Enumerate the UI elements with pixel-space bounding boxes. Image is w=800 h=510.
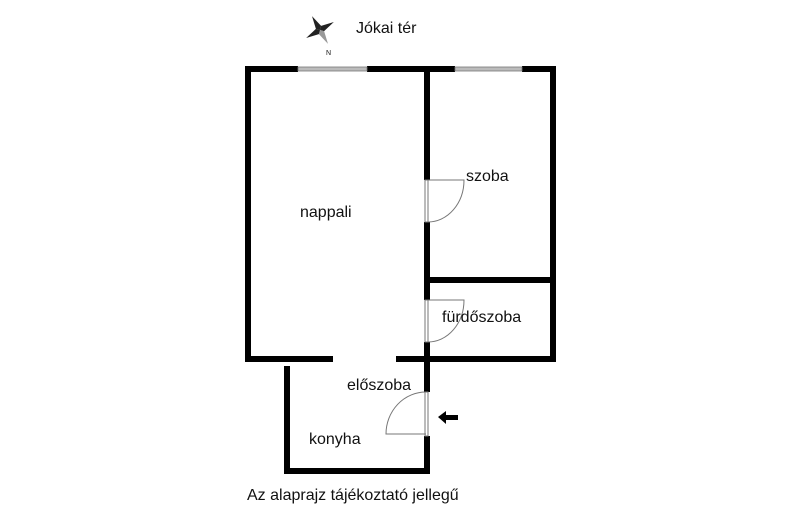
street-label: Jókai tér xyxy=(356,20,417,37)
room-label-living-room: nappali xyxy=(300,204,352,221)
doors xyxy=(385,179,465,437)
walls xyxy=(245,66,556,474)
footer-note: Az alaprajz tájékoztató jellegű xyxy=(247,487,459,504)
room-label-hall: előszoba xyxy=(347,377,411,394)
compass-north-label: N xyxy=(326,50,331,57)
room-label-bathroom: fürdőszoba xyxy=(442,309,521,326)
room-label-bedroom: szoba xyxy=(466,168,509,185)
room-label-kitchen: konyha xyxy=(309,431,361,448)
compass-rose-icon xyxy=(306,16,334,44)
windows xyxy=(297,66,523,72)
arrow-left-icon xyxy=(438,411,458,424)
